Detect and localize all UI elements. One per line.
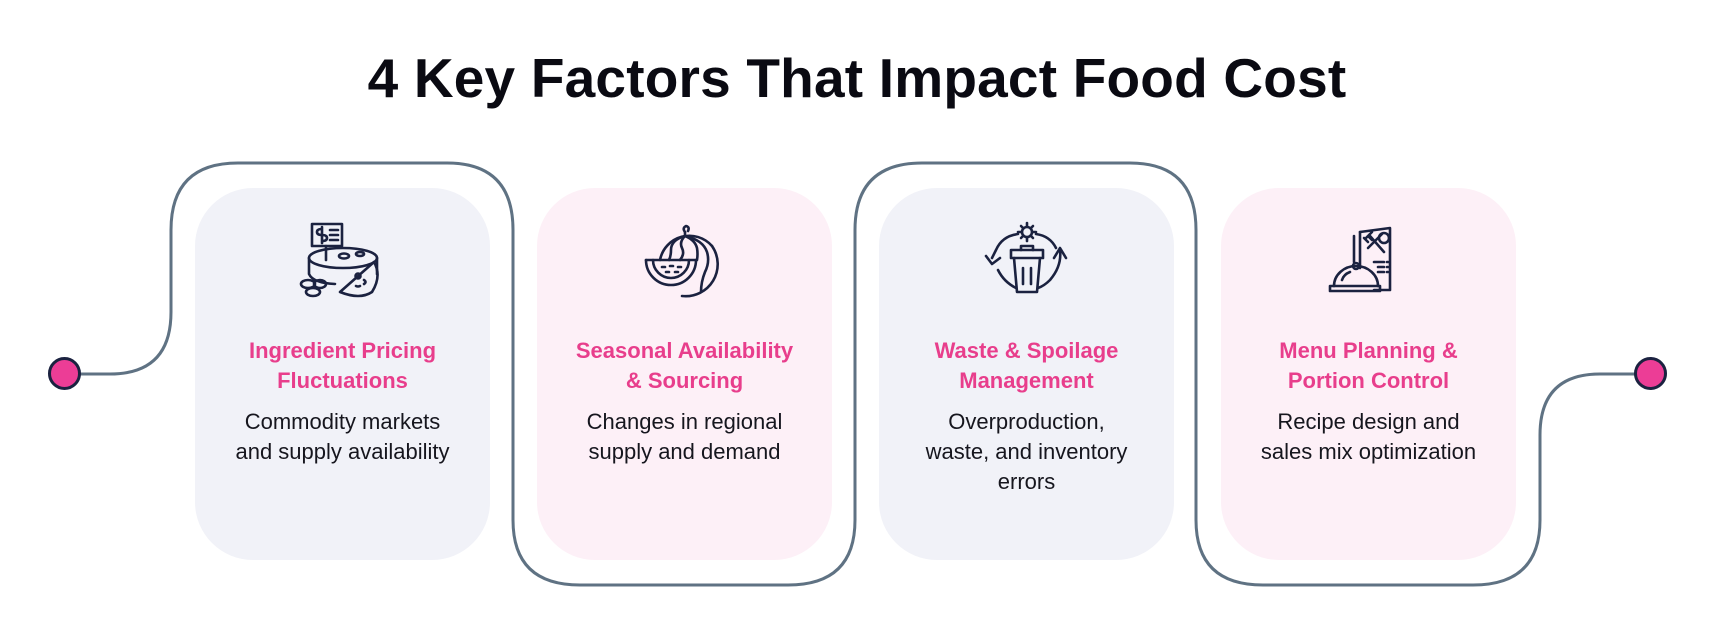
factor-card-menu-planning: Menu Planning & Portion Control Recipe d… <box>1221 188 1516 560</box>
description-line: Changes in regional <box>586 409 783 434</box>
factor-heading: Ingredient Pricing Fluctuations <box>205 336 480 396</box>
description-line: supply and demand <box>588 439 781 464</box>
heading-line: Ingredient Pricing <box>248 338 437 363</box>
description-line: and supply availability <box>235 439 450 464</box>
heading-line: Management <box>959 368 1094 393</box>
factor-description: Overproduction, waste, and inventory err… <box>889 407 1164 497</box>
heading-line: Seasonal Availability <box>575 338 794 363</box>
description-line: Recipe design and <box>1277 409 1460 434</box>
factor-heading: Menu Planning & Portion Control <box>1231 336 1506 396</box>
factor-description: Commodity markets and supply availabilit… <box>205 407 480 467</box>
factor-description: Changes in regional supply and demand <box>547 407 822 467</box>
recycle-trash-gear-icon <box>984 221 1067 294</box>
watermelon-icon <box>644 224 719 298</box>
factor-heading: Seasonal Availability & Sourcing <box>547 336 822 396</box>
description-line: sales mix optimization <box>1260 439 1477 464</box>
factor-card-ingredient-pricing: Ingredient Pricing Fluctuations Commodit… <box>195 188 490 560</box>
heading-line: & Sourcing <box>625 368 744 393</box>
start-dot <box>48 357 81 390</box>
end-dot <box>1634 357 1667 390</box>
description-line: errors <box>997 469 1056 494</box>
factor-card-waste-spoilage: Waste & Spoilage Management Overproducti… <box>879 188 1174 560</box>
cheese-price-tag-icon <box>299 222 379 298</box>
page-title: 4 Key Factors That Impact Food Cost <box>367 47 1347 109</box>
description-line: Commodity markets <box>244 409 441 434</box>
heading-line: Menu Planning & <box>1279 338 1458 363</box>
heading-line: Portion Control <box>1287 368 1450 393</box>
factor-card-seasonal-availability: Seasonal Availability & Sourcing Changes… <box>537 188 832 560</box>
description-line: waste, and inventory <box>925 439 1128 464</box>
menu-cloche-icon <box>1328 226 1391 293</box>
heading-line: Waste & Spoilage <box>934 338 1119 363</box>
description-line: Overproduction, <box>948 409 1105 434</box>
heading-line: Fluctuations <box>277 368 408 393</box>
factor-description: Recipe design and sales mix optimization <box>1231 407 1506 467</box>
factor-heading: Waste & Spoilage Management <box>889 336 1164 396</box>
